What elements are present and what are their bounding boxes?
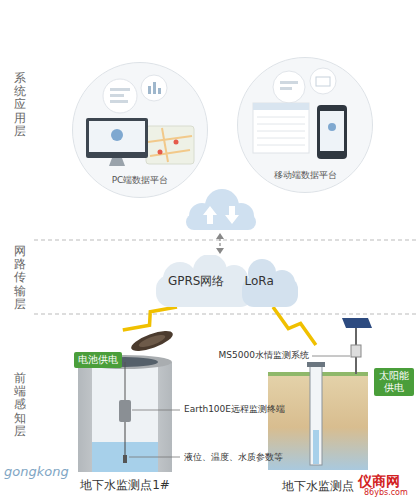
cloud-outline [156, 255, 298, 307]
part-label: 液位、温度、水质参数等 [184, 452, 283, 463]
pc-platform-art [174, 140, 179, 145]
transfer-arrow [216, 248, 224, 254]
soil-well-illustration [268, 362, 368, 470]
soil-well-illustration [307, 362, 325, 367]
pc-platform-art [146, 126, 194, 164]
leader-line [129, 356, 350, 457]
pc-platform-art [158, 88, 161, 94]
mobile-platform-art [253, 103, 309, 153]
platform-name: PC端数据平台 [112, 175, 169, 186]
well-illustration [125, 362, 126, 400]
cloud-platform-icon [186, 214, 256, 230]
platform-circle: 移动端数据平台 [237, 57, 373, 193]
site-name: 地下水监测点 [282, 479, 354, 493]
mobile-platform-art [257, 117, 305, 145]
watermark: 仪商网 [358, 474, 400, 488]
cloud-platform-icon [186, 189, 256, 230]
layer-title: 系统应用层 [14, 72, 26, 138]
pc-platform-art [73, 63, 207, 197]
pc-platform-art [89, 121, 145, 152]
platform-name: 移动端数据平台 [274, 170, 337, 181]
site-name: 地下水监测点1# [80, 478, 170, 492]
mobile-platform-art [238, 58, 372, 192]
mobile-platform-art [238, 58, 372, 192]
mobile-platform-art [280, 81, 298, 84]
pc-platform-art [110, 94, 124, 97]
mobile-platform-art [328, 123, 336, 131]
power-tag: 电池供电 [74, 352, 122, 368]
power-tag: 太阳能供电 [374, 368, 414, 396]
pc-platform-art [73, 63, 207, 197]
cloud-platform-icon [203, 206, 217, 224]
soil-well-illustration [313, 430, 319, 464]
well-illustration [129, 327, 175, 355]
layer-separator [34, 314, 417, 315]
well-illustration [78, 362, 172, 472]
mobile-platform-art [253, 103, 309, 110]
transfer-arrow [216, 233, 224, 254]
well-illustration [123, 455, 127, 463]
well-illustration [119, 400, 131, 422]
part-label: MS5000水情监测系统 [219, 350, 309, 361]
watermark: 86ybs.com [364, 489, 408, 497]
part-label: Earth100E远程监测终端 [184, 404, 285, 415]
leader-line [312, 356, 350, 357]
well-illustration [78, 327, 175, 472]
pc-platform-art [110, 88, 130, 91]
solar-pole [342, 318, 372, 328]
pc-platform-art [141, 75, 167, 101]
pc-platform-art [109, 158, 125, 166]
network-name: LoRa [245, 274, 274, 288]
monitoring-well: 地下水监测点 [265, 345, 371, 498]
pc-platform-art [158, 150, 163, 155]
power-label: 太阳能供电 [377, 370, 411, 394]
pc-platform-art [153, 82, 156, 94]
mobile-platform-art [320, 111, 344, 151]
solar-pole [351, 345, 361, 357]
leader-line [129, 457, 180, 458]
mobile-platform-art [317, 105, 347, 159]
wireless-link [123, 307, 177, 330]
layer-separator [34, 240, 417, 314]
pc-platform-art [103, 79, 137, 113]
mobile-platform-art [280, 87, 292, 90]
pc-platform-art [110, 100, 128, 103]
transfer-arrow [216, 233, 224, 239]
cloud-platform-icon [225, 206, 239, 224]
layer-title: 前端感知层 [14, 372, 26, 438]
well-illustration [92, 362, 158, 472]
platform-circle: PC端数据平台 [72, 62, 208, 198]
network-cloud: GPRS网络 LoRa [150, 255, 300, 307]
pc-platform-art [86, 118, 148, 158]
power-label: 电池供电 [78, 354, 118, 366]
pc-platform-art [111, 129, 123, 141]
mobile-platform-art [316, 77, 330, 86]
layer-separator [34, 240, 417, 241]
watermark: gongkong [4, 464, 69, 480]
mobile-platform-art [273, 71, 305, 103]
soil-well-illustration [310, 365, 322, 465]
pc-platform-art [148, 86, 151, 94]
cloud-outline [156, 275, 254, 307]
pc-platform-art [148, 128, 192, 162]
solar-pole [342, 318, 372, 374]
wireless-link [273, 307, 316, 345]
leader-line [132, 410, 180, 411]
network-name: GPRS网络 [168, 274, 225, 288]
well-illustration [137, 332, 166, 349]
layer-title: 网路传输层 [14, 245, 26, 311]
well-illustration [125, 422, 126, 455]
mobile-platform-art [310, 68, 336, 94]
